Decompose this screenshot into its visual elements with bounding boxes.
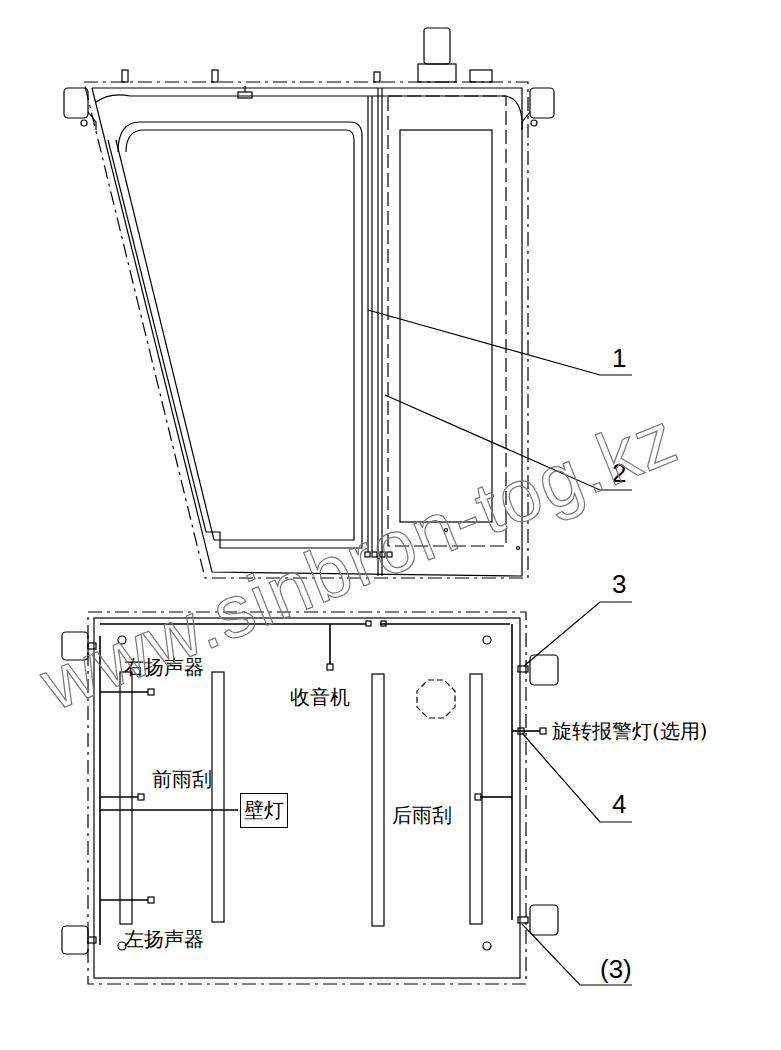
part-label: 左扬声器	[124, 928, 204, 950]
callout-number: (3)	[600, 955, 632, 984]
part-label: 壁灯	[244, 797, 284, 824]
wall-lamp-box: 壁灯	[240, 793, 288, 828]
part-label: 旋转报警灯(选用)	[552, 720, 708, 742]
part-label: 前雨刮	[152, 768, 212, 790]
callout-number: 3	[612, 570, 626, 599]
callout-number: 1	[612, 344, 626, 373]
callout-number: 4	[612, 790, 626, 819]
part-label: 收音机	[290, 686, 350, 708]
leader-line	[368, 310, 632, 375]
watermark: www.sinbron-tog.kz	[30, 396, 689, 725]
part-label: 后雨刮	[392, 804, 452, 826]
